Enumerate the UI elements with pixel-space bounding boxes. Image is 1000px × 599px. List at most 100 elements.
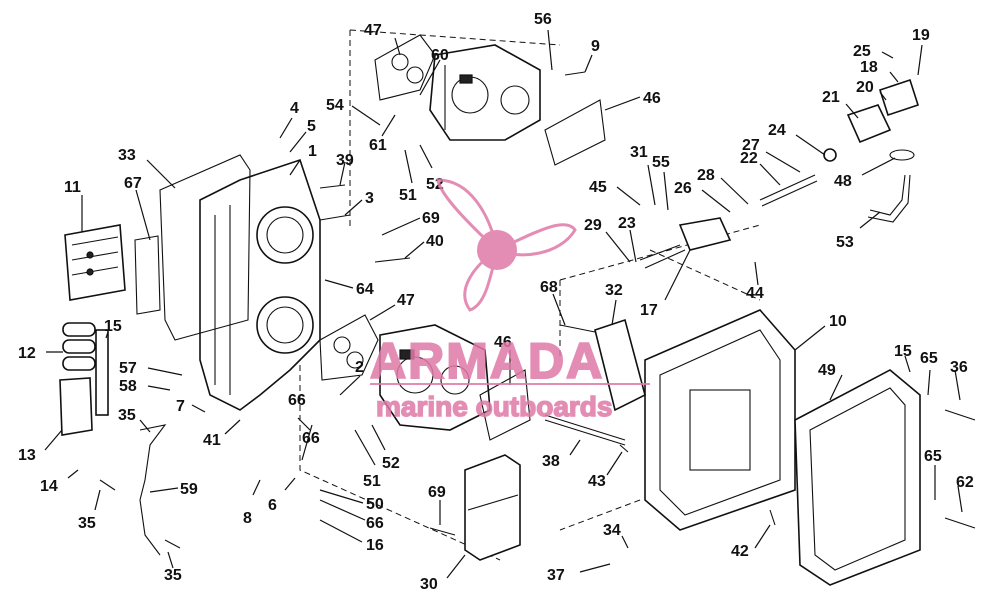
assembly-dashed-lines — [299, 29, 761, 561]
callout-33: 33 — [118, 147, 136, 164]
callout-44: 44 — [746, 285, 764, 302]
callout-55: 55 — [652, 154, 670, 171]
callout-47: 47 — [364, 22, 382, 39]
callout-11: 11 — [64, 179, 81, 196]
callout-65b: 65 — [924, 448, 942, 465]
callout-48: 48 — [834, 173, 852, 190]
reed-gasket-part — [134, 235, 161, 315]
callout-41: 41 — [203, 432, 221, 449]
callout-15b: 15 — [894, 343, 912, 360]
carburetor-gasket-lower-part — [319, 314, 379, 381]
callout-17: 17 — [640, 302, 658, 319]
callout-69: 68 — [540, 279, 558, 296]
callout-30: 30 — [420, 576, 438, 593]
callout-37: 37 — [547, 567, 565, 584]
callout-2: 2 — [355, 359, 364, 376]
callout-23: 23 — [618, 215, 636, 232]
rod-part — [544, 414, 626, 446]
callout-38: 38 — [542, 453, 560, 470]
callout-16: 16 — [366, 537, 384, 554]
callout-25: 25 — [853, 43, 871, 60]
callout-45: 45 — [589, 179, 607, 196]
callout-40: 40 — [426, 233, 444, 250]
callout-61: 61 — [369, 137, 387, 154]
callout-68: 67 — [124, 175, 142, 192]
fuel-pump-part — [846, 78, 920, 144]
callout-31: 31 — [630, 144, 648, 161]
carburetor-gasket-upper-part — [374, 34, 436, 101]
callout-4: 4 — [290, 100, 299, 117]
bolts-part — [319, 71, 976, 536]
solenoid-part — [639, 217, 732, 269]
callout-46: 46 — [643, 90, 661, 107]
callout-50: 50 — [366, 496, 384, 513]
exhaust-cover-part — [644, 309, 796, 531]
callout-57: 57 — [119, 360, 137, 377]
callout-21: 21 — [822, 89, 840, 106]
callout-54: 54 — [326, 97, 344, 114]
callout-52b: 52 — [382, 455, 400, 472]
callout-13: 13 — [18, 447, 36, 464]
retainer-strip-part — [95, 329, 109, 416]
callout-group: 1 2 3 4 5 6 7 8 9 10 11 12 13 14 15 15 1… — [18, 11, 974, 593]
callout-49: 49 — [818, 362, 836, 379]
callout-62: 62 — [956, 474, 974, 491]
propeller-icon — [436, 178, 577, 312]
callout-10: 10 — [829, 313, 847, 330]
callout-65: 65 — [920, 350, 938, 367]
callout-34: 34 — [603, 522, 621, 539]
callout-9: 9 — [591, 38, 600, 55]
outer-cover-part — [794, 369, 921, 586]
callout-43: 43 — [588, 473, 606, 490]
watermark-brand: ARMADA — [370, 333, 604, 389]
armada-watermark: ARMADA marine outboards — [369, 178, 650, 423]
callout-46b: 46 — [494, 334, 512, 351]
hose-part — [99, 424, 181, 556]
callout-26: 26 — [674, 180, 692, 197]
callout-35: 35 — [118, 407, 136, 424]
callout-14: 14 — [40, 478, 58, 495]
manifold-gasket-part — [159, 154, 251, 341]
callout-42: 42 — [731, 543, 749, 560]
callout-70: 69 — [422, 210, 440, 227]
seal-rings-part — [62, 322, 96, 371]
callout-59: 59 — [180, 481, 198, 498]
callout-51: 51 — [399, 187, 417, 204]
callout-7: 7 — [176, 398, 185, 415]
callout-67: 66 — [302, 430, 320, 447]
callout-53: 53 — [836, 234, 854, 251]
callout-27: 27 — [742, 137, 760, 154]
intake-manifold-part — [199, 158, 321, 411]
cover-plate-part — [59, 377, 93, 436]
callout-3: 3 — [365, 190, 374, 207]
callout-6: 6 — [268, 497, 277, 514]
callout-69b: 69 — [428, 484, 446, 501]
callout-39: 39 — [336, 152, 354, 169]
shaft-part — [759, 148, 837, 207]
callout-56: 56 — [534, 11, 552, 28]
callout-18: 18 — [860, 59, 878, 76]
callout-29: 29 — [584, 217, 602, 234]
hose-clip-part — [889, 149, 915, 161]
carburetor-gasket-right-part — [544, 99, 606, 166]
watermark-tagline: marine outboards — [376, 391, 612, 422]
callout-8: 8 — [243, 510, 252, 527]
side-cover-part — [464, 454, 521, 561]
callout-35c: 35 — [164, 567, 182, 584]
callout-58: 58 — [119, 378, 137, 395]
reed-valve-part — [64, 224, 126, 301]
callout-20: 20 — [856, 79, 874, 96]
callout-47b: 47 — [397, 292, 415, 309]
callout-66b: 66 — [366, 515, 384, 532]
carburetor-lower-part — [379, 324, 491, 431]
callout-22: 22 — [740, 150, 758, 167]
callout-24: 24 — [768, 122, 786, 139]
callout-32: 32 — [605, 282, 623, 299]
callout-5: 5 — [307, 118, 316, 135]
callout-12: 12 — [18, 345, 36, 362]
callout-60: 60 — [431, 47, 449, 64]
callout-64: 64 — [356, 281, 374, 298]
carburetor-upper-part — [429, 44, 541, 141]
callout-35b: 35 — [78, 515, 96, 532]
